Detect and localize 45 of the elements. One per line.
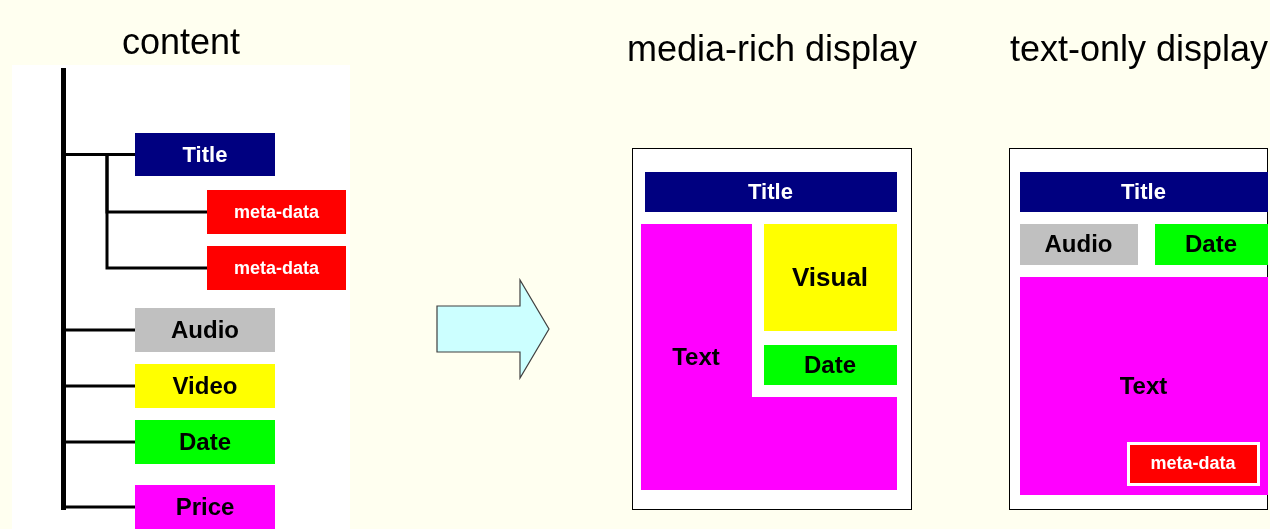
content-panel [12,65,350,529]
date-block [135,420,275,464]
text-area [640,223,897,490]
block-label: Date [179,428,231,456]
block-label: meta-data [234,201,319,223]
block-label: meta-data [234,257,319,279]
tree-connector [66,440,135,444]
block-arrow [436,277,550,381]
tree-connector [66,505,135,509]
block-label: Audio [1044,230,1113,258]
display-frame [632,148,912,510]
block-label: Text [671,342,721,371]
block-label: Title [748,178,793,205]
block-label: Title [182,141,228,168]
title-block [1019,171,1268,212]
panel-heading: text-only display [1008,27,1270,71]
panel-heading: content [120,20,242,64]
visual-block [763,223,897,331]
block-label: Audio [171,316,239,344]
title-block [644,171,897,212]
panel-heading: media-rich display [625,27,919,71]
tree-connector [66,384,135,388]
block-label: Video [172,372,238,400]
metadata-block [207,190,346,234]
tree-connector [105,153,207,270]
block-label: Price [175,493,235,521]
date-block [1154,223,1268,265]
date-block [763,344,897,385]
block-label: Date [1185,230,1237,258]
block-label: meta-data [1150,453,1236,474]
text-area [1019,276,1268,495]
audio-block [135,308,275,352]
block-label: Date [804,350,856,379]
price-block [135,485,275,529]
video-block [135,364,275,408]
display-frame [1009,148,1268,510]
audio-block [1019,223,1138,265]
metadata-block [207,246,346,290]
tree-connector [66,328,135,332]
block-label: Title [1121,178,1166,205]
tree-trunk [61,68,66,510]
metadata-block [1126,441,1260,486]
title-block [135,133,275,176]
block-label: Visual [791,261,869,293]
block-label: Text [1118,371,1169,400]
